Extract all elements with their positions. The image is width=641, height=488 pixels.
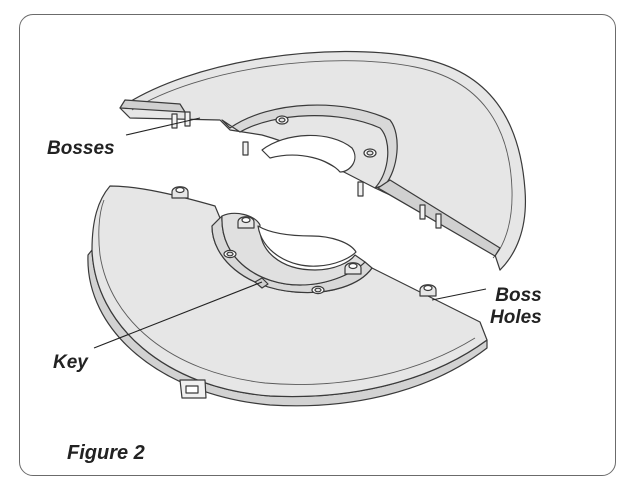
key-leader-line (93, 281, 263, 349)
lower-cover-half (87, 185, 488, 407)
figure-caption: Figure 2 (67, 442, 145, 464)
bosses-callout-label: Bosses (47, 138, 115, 159)
boss-holes-line2: Holes (490, 307, 542, 328)
bosses-leader-line (125, 117, 201, 136)
upper-cover-half (119, 50, 527, 271)
boss-holes-line1: Boss (495, 285, 542, 306)
boss-holes-leader-line (431, 288, 487, 301)
key-callout-label: Key (53, 352, 88, 373)
boss-holes-callout-label: Boss Holes (490, 285, 542, 329)
